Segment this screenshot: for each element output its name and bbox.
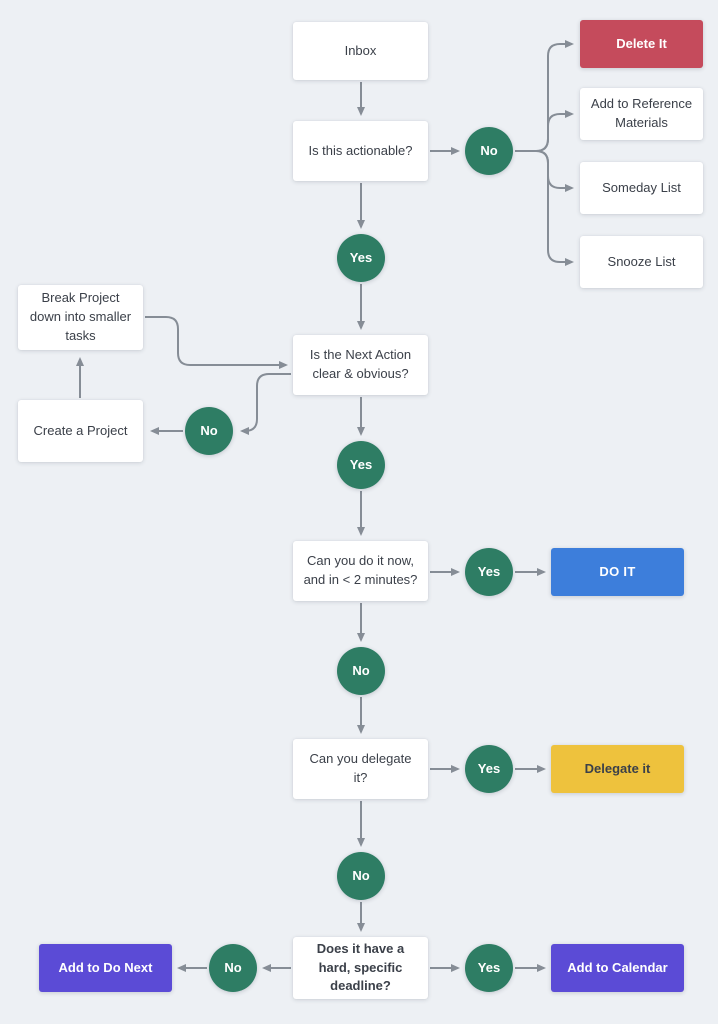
- node-create-project: Create a Project: [18, 400, 143, 462]
- node-delegate-it: Delegate it: [551, 745, 684, 793]
- decision-no-1: No: [465, 127, 513, 175]
- decision-no-2: No: [185, 407, 233, 455]
- connector-nextaction-to-no2: [240, 373, 291, 435]
- node-hard-deadline: Does it have a hard, specific deadline?: [293, 937, 428, 999]
- decision-yes-2: Yes: [337, 441, 385, 489]
- decision-no-3: No: [337, 647, 385, 695]
- node-add-reference: Add to Reference Materials: [580, 88, 703, 140]
- decision-yes-1: Yes: [337, 234, 385, 282]
- node-can-delegate: Can you delegate it?: [293, 739, 428, 799]
- node-break-project: Break Project down into smaller tasks: [18, 285, 143, 350]
- node-add-calendar: Add to Calendar: [551, 944, 684, 992]
- decision-yes-4: Yes: [465, 745, 513, 793]
- node-two-minutes: Can you do it now, and in < 2 minutes?: [293, 541, 428, 601]
- node-is-actionable: Is this actionable?: [293, 121, 428, 181]
- connector-no1-to-delete: [515, 40, 574, 152]
- connector-no1-to-reference: [515, 110, 574, 152]
- node-snooze-list: Snooze List: [580, 236, 703, 288]
- node-do-it: DO IT: [551, 548, 684, 596]
- node-next-action-clear: Is the Next Action clear & obvious?: [293, 335, 428, 395]
- node-delete-it: Delete It: [580, 20, 703, 68]
- decision-yes-3: Yes: [465, 548, 513, 596]
- node-someday-list: Someday List: [580, 162, 703, 214]
- node-inbox: Inbox: [293, 22, 428, 80]
- decision-yes-5: Yes: [465, 944, 513, 992]
- decision-no-4: No: [337, 852, 385, 900]
- connector-no1-to-someday: [515, 150, 574, 192]
- decision-no-5: No: [209, 944, 257, 992]
- connector-no1-to-snooze: [515, 150, 574, 266]
- node-add-do-next: Add to Do Next: [39, 944, 172, 992]
- connector-breakproject-to-nextaction: [145, 316, 288, 369]
